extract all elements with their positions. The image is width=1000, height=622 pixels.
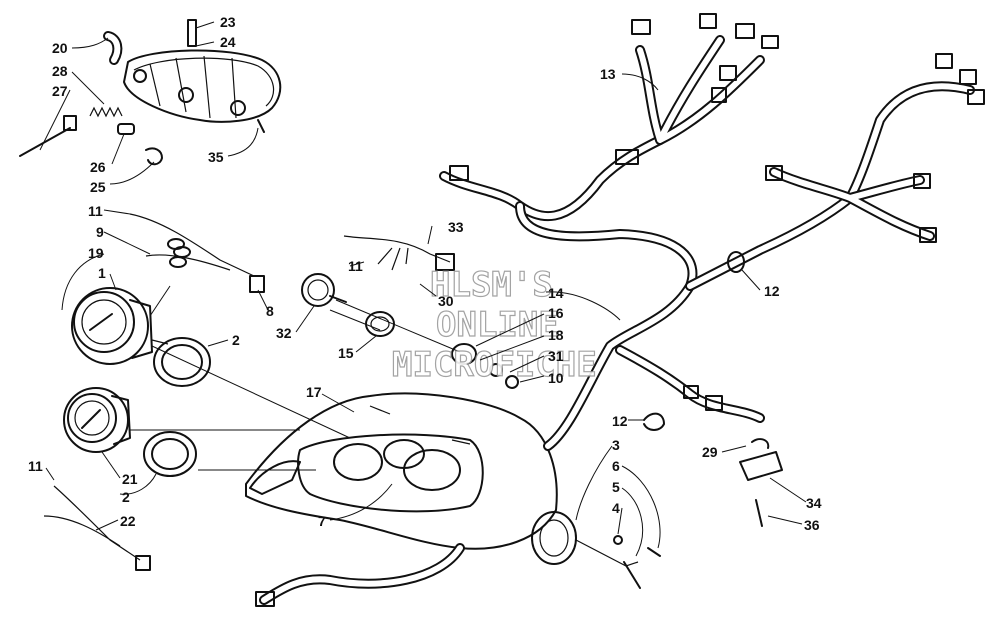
- label-19: 19: [88, 245, 104, 261]
- label-7: 7: [318, 513, 326, 529]
- label-27: 27: [52, 83, 68, 99]
- label-20: 20: [52, 40, 68, 56]
- label-31: 31: [548, 348, 564, 364]
- label-22: 22: [120, 513, 136, 529]
- dash-panel: [245, 392, 558, 550]
- label-21: 21: [122, 471, 138, 487]
- label-11-lower: 11: [28, 458, 43, 474]
- label-18: 18: [548, 327, 564, 343]
- label-11-top: 11: [88, 203, 103, 219]
- fuel-gauge: [531, 412, 783, 589]
- label-5: 5: [612, 479, 620, 495]
- label-24: 24: [220, 34, 236, 50]
- label-6: 6: [612, 458, 620, 474]
- label-33: 33: [448, 219, 464, 235]
- bezel-ring-lower: [143, 431, 197, 477]
- label-4: 4: [612, 500, 620, 516]
- label-9: 9: [96, 224, 104, 240]
- label-25: 25: [90, 179, 106, 195]
- speedometer-gauge: [71, 287, 169, 365]
- label-8: 8: [266, 303, 274, 319]
- label-1: 1: [98, 265, 106, 281]
- label-2-lower: 2: [122, 489, 130, 505]
- label-11-mid: 11: [348, 258, 363, 274]
- small-gauge: [301, 273, 395, 337]
- label-13: 13: [600, 66, 616, 82]
- watermark-line-3: MICROFICHE: [392, 345, 597, 385]
- label-35: 35: [208, 149, 224, 165]
- part-labels: 20 28 27 23 24 26 25 35 11 9 19 1 8 2 32…: [28, 14, 822, 533]
- label-34: 34: [806, 495, 822, 511]
- label-26: 26: [90, 159, 106, 175]
- label-29: 29: [702, 444, 718, 460]
- watermark-line-1: HLSM'S: [430, 265, 553, 305]
- label-12-lower: 12: [612, 413, 628, 429]
- headlight-assembly: [19, 19, 282, 166]
- label-17: 17: [306, 384, 322, 400]
- assembly-lines: [130, 285, 461, 471]
- watermark-line-2: ONLINE: [436, 305, 559, 345]
- label-3: 3: [612, 437, 620, 453]
- watermark: HLSM'S ONLINE MICROFICHE: [391, 264, 597, 385]
- label-23: 23: [220, 14, 236, 30]
- label-32: 32: [276, 325, 292, 341]
- label-28: 28: [52, 63, 68, 79]
- label-12-right: 12: [764, 283, 780, 299]
- tachometer-gauge: [63, 387, 131, 453]
- label-2-upper: 2: [232, 332, 240, 348]
- label-30: 30: [438, 293, 454, 309]
- wire-harness: [43, 13, 985, 607]
- label-36: 36: [804, 517, 820, 533]
- label-leaders: [39, 21, 807, 557]
- label-16: 16: [548, 305, 564, 321]
- label-10: 10: [548, 370, 564, 386]
- label-14: 14: [548, 285, 564, 301]
- bezel-ring-upper: [153, 337, 211, 387]
- label-15: 15: [338, 345, 354, 361]
